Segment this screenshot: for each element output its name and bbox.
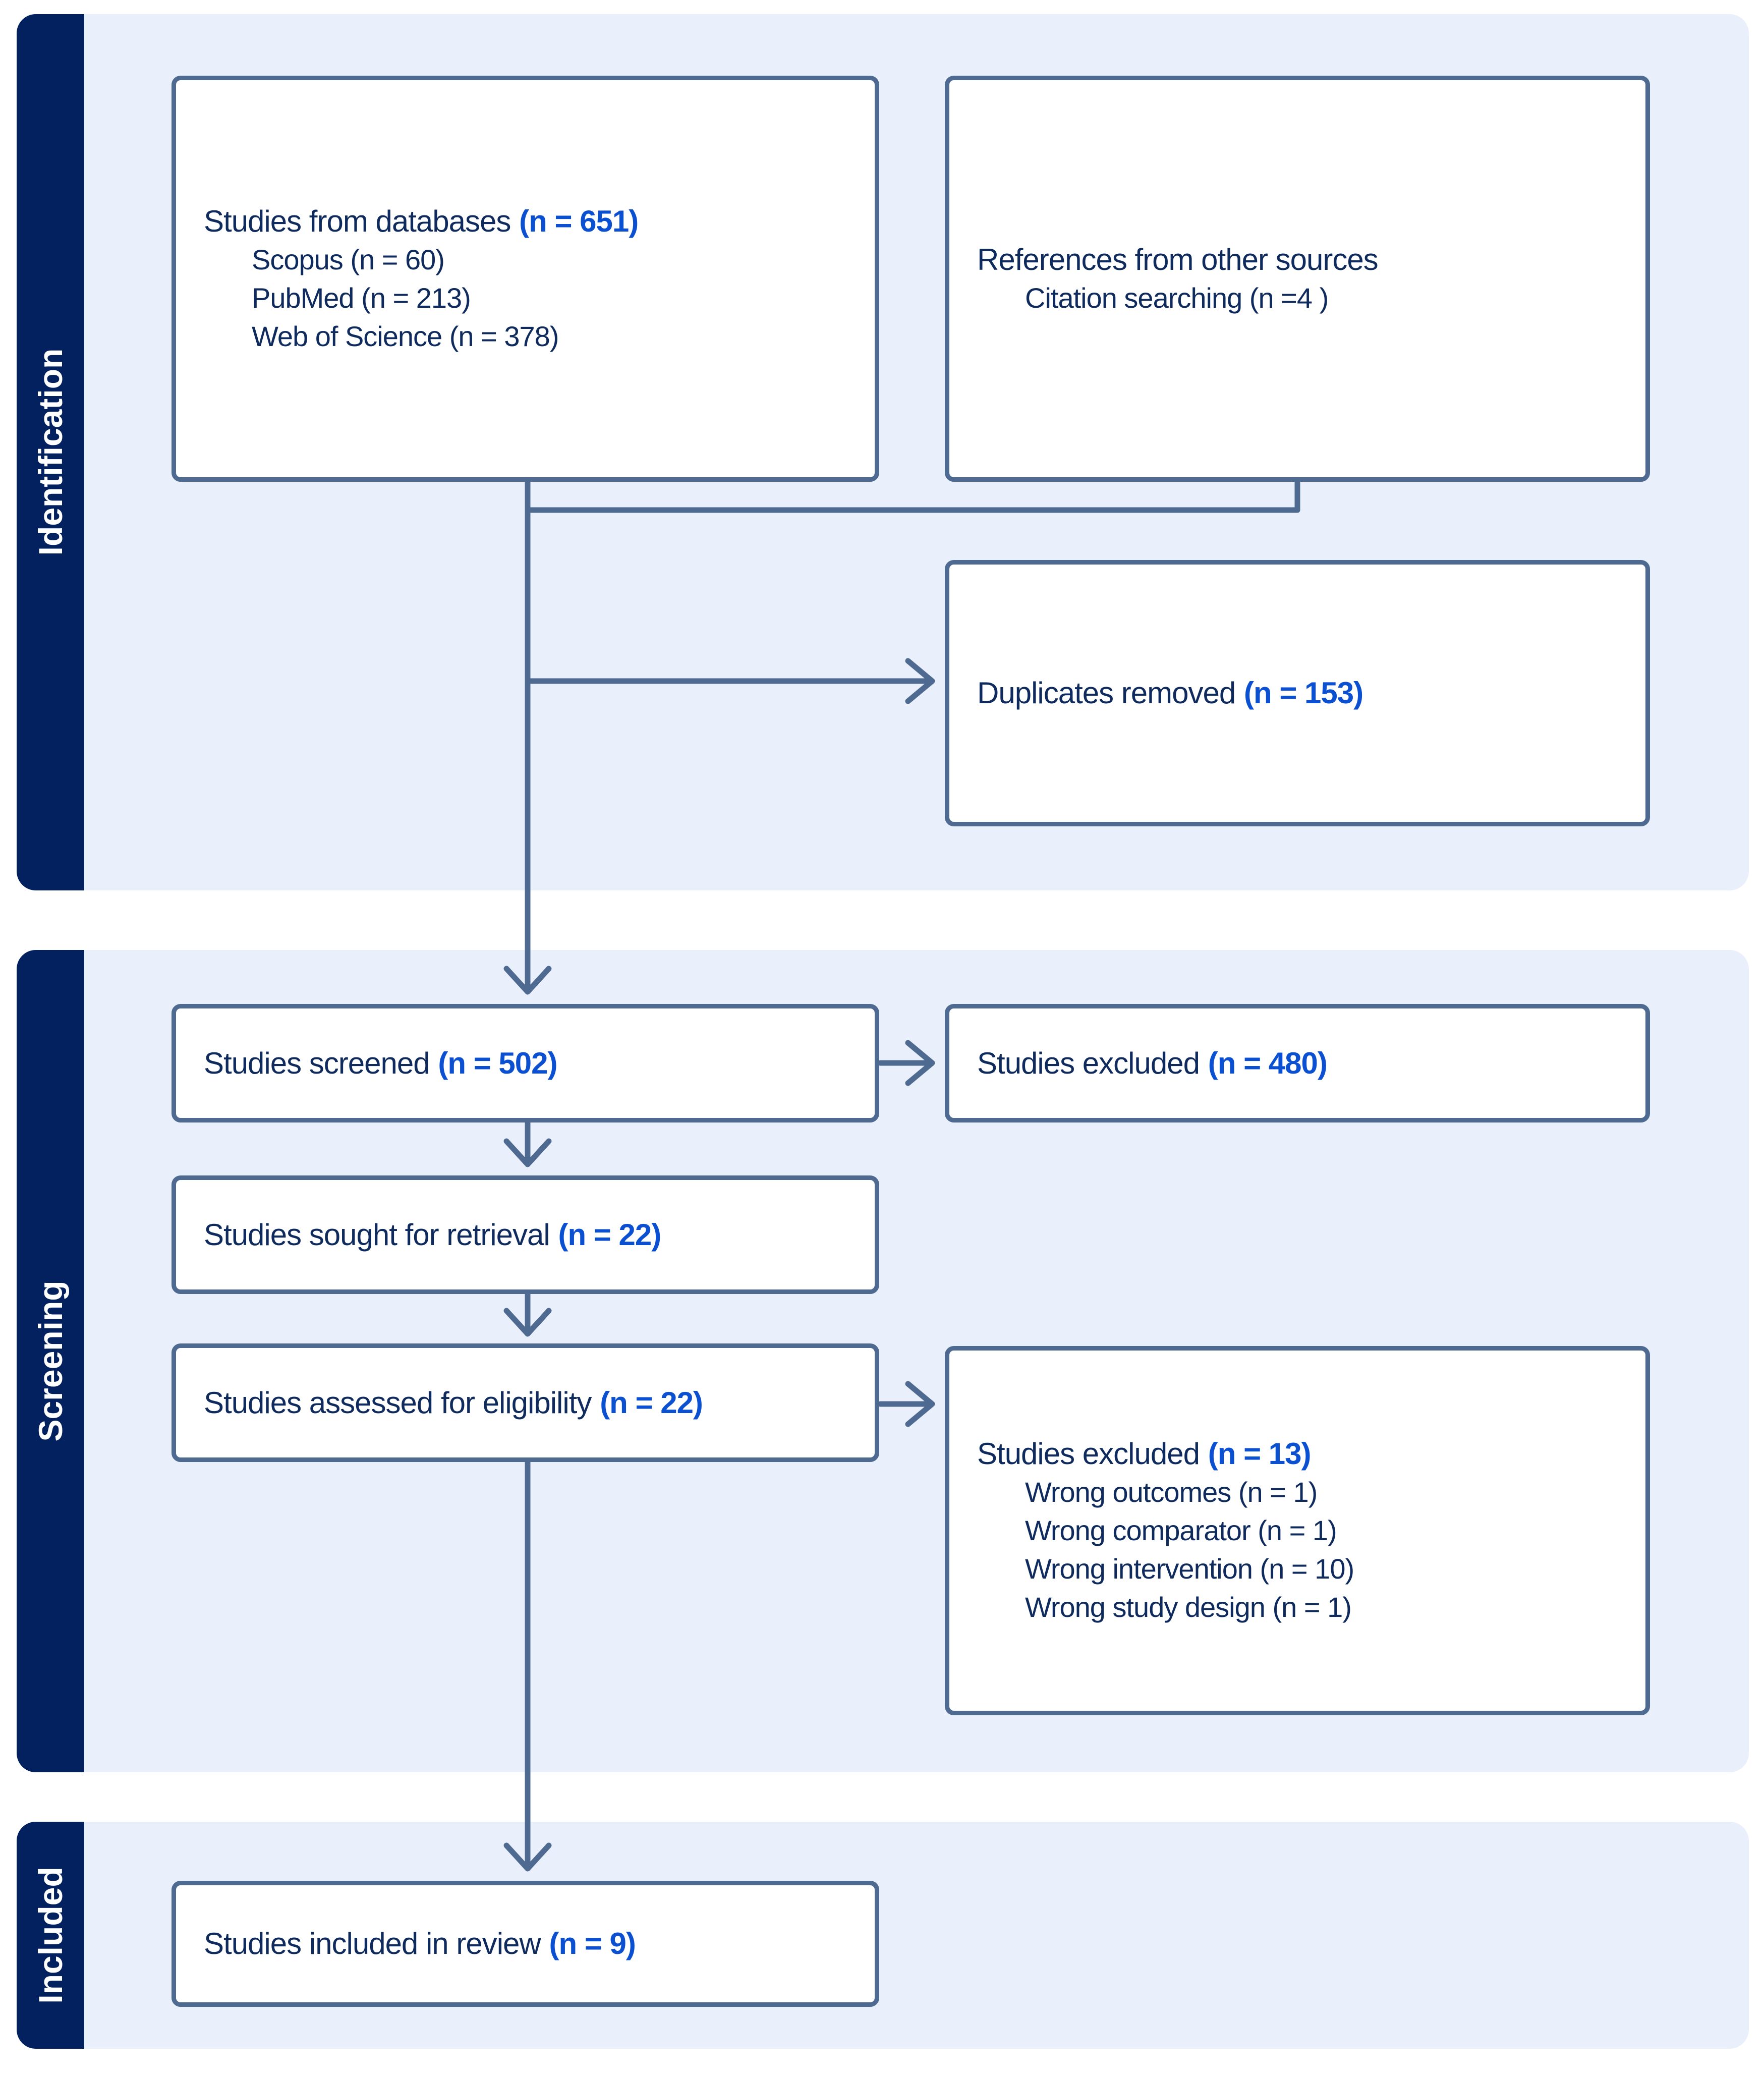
arrow-eligibility-to-included: [503, 1459, 552, 1872]
exclusion-reason: Wrong intervention (n = 10): [1025, 1553, 1354, 1585]
box-title-line: Studies from databases(n = 651): [204, 202, 860, 241]
box-title: Studies excluded: [977, 1437, 1200, 1471]
box-count: (n = 13): [1208, 1437, 1312, 1471]
database-item: PubMed (n = 213): [252, 282, 471, 314]
box-title: References from other sources: [977, 242, 1379, 276]
box-title-line: Studies assessed for eligibility(n = 22): [204, 1384, 860, 1422]
box-studies-screened: Studies screened(n = 502): [172, 1004, 879, 1122]
box-studies-sought-for-retrieval: Studies sought for retrieval(n = 22): [172, 1175, 879, 1294]
connector-references-merge: [525, 477, 1300, 513]
exclusion-reason: Wrong outcomes (n = 1): [1025, 1476, 1318, 1508]
box-title: Studies screened: [204, 1046, 430, 1080]
box-count: (n = 153): [1244, 676, 1363, 710]
database-item: Web of Science (n = 378): [252, 320, 559, 352]
box-duplicates-removed: Duplicates removed(n = 153): [945, 560, 1650, 826]
box-title: Studies included in review: [204, 1927, 541, 1960]
box-title-line: Studies excluded(n = 13): [977, 1435, 1630, 1473]
box-title-line: References from other sources: [977, 241, 1630, 279]
box-studies-excluded-eligibility: Studies excluded(n = 13) Wrong outcomes …: [945, 1346, 1650, 1715]
exclusion-reason: Wrong study design (n = 1): [1025, 1591, 1352, 1623]
arrow-retrieval-to-eligibility: [503, 1291, 552, 1337]
box-title: Studies excluded: [977, 1046, 1200, 1080]
box-count: (n = 651): [519, 204, 639, 238]
box-count: (n = 9): [549, 1927, 636, 1960]
box-studies-included-in-review: Studies included in review(n = 9): [172, 1881, 879, 2007]
box-studies-assessed-for-eligibility: Studies assessed for eligibility(n = 22): [172, 1343, 879, 1462]
box-title: Studies sought for retrieval: [204, 1217, 550, 1252]
database-item: Scopus (n = 60): [252, 243, 445, 275]
box-count: (n = 480): [1208, 1046, 1328, 1080]
box-studies-excluded-screening: Studies excluded(n = 480): [945, 1004, 1650, 1122]
arrow-eligibility-to-excluded: [877, 1381, 935, 1427]
box-title-line: Studies excluded(n = 480): [977, 1044, 1630, 1083]
box-title: Studies assessed for eligibility: [204, 1385, 592, 1420]
box-title: Studies from databases: [204, 204, 511, 238]
section-bar-screening: [17, 950, 84, 1772]
box-title-line: Studies sought for retrieval(n = 22): [204, 1216, 860, 1254]
box-count: (n = 502): [438, 1046, 557, 1080]
arrow-databases-to-screened: [503, 477, 552, 995]
box-references-from-other-sources: References from other sources Citation s…: [945, 76, 1650, 482]
exclusion-reason: Wrong comparator (n = 1): [1025, 1514, 1337, 1546]
section-bar-included: [17, 1822, 84, 2049]
arrow-to-duplicates: [525, 658, 935, 704]
reference-item: Citation searching (n =4 ): [1025, 282, 1329, 314]
arrow-screened-to-excluded: [877, 1040, 935, 1086]
box-count: (n = 22): [600, 1385, 703, 1420]
box-studies-from-databases: Studies from databases(n = 651) Scopus (…: [172, 76, 879, 482]
box-count: (n = 22): [558, 1217, 662, 1252]
box-title-line: Studies included in review(n = 9): [204, 1925, 860, 1963]
box-title: Duplicates removed: [977, 676, 1236, 710]
box-title-line: Duplicates removed(n = 153): [977, 674, 1630, 712]
section-bar-identification: [17, 14, 84, 890]
arrow-screened-to-retrieval: [503, 1119, 552, 1167]
box-title-line: Studies screened(n = 502): [204, 1044, 860, 1083]
